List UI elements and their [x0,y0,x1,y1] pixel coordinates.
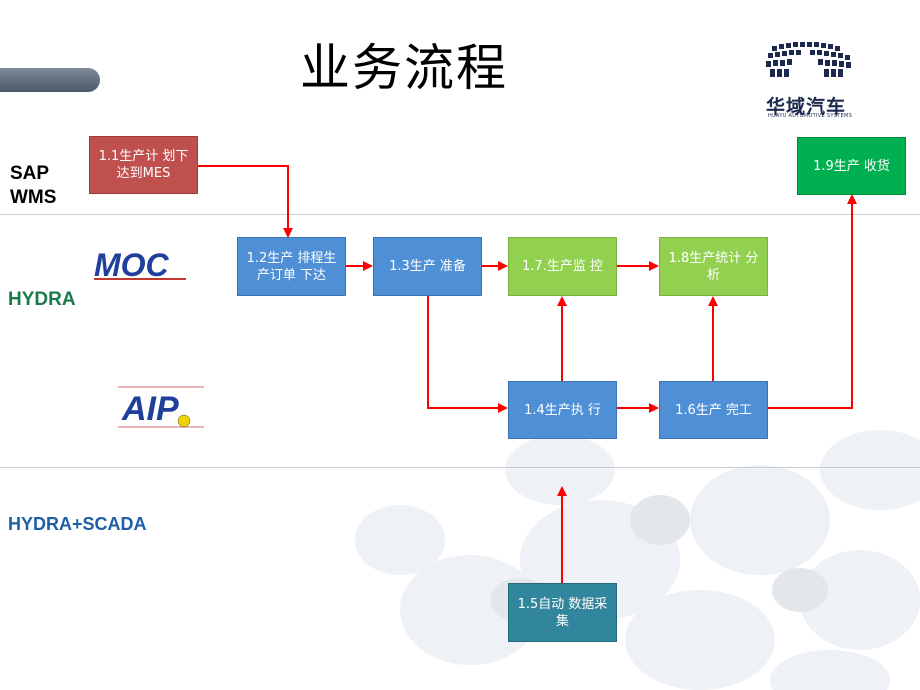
step-1-4-label: 1.4生产执 行 [524,402,601,418]
step-1-6-completion: 1.6生产 完工 [659,381,768,439]
lane-label-sap-wms: SAP WMS [10,163,57,208]
aip-logo-text: AIP [121,390,179,428]
huayu-logo-icon [766,42,851,77]
step-1-5-data-collection: 1.5自动 数据采集 [508,583,617,642]
step-1-1-plan-release: 1.1生产计 划下达到MES [89,136,198,194]
step-1-1-label: 1.1生产计 划下达到MES [98,149,189,181]
step-1-8-label: 1.8生产统计 分析 [668,250,759,283]
step-1-4-execution: 1.4生产执 行 [508,381,617,439]
step-1-8-statistics: 1.8生产统计 分析 [659,237,768,296]
title-tab-bar [0,68,100,92]
step-1-2-label: 1.2生产 排程生产订单 下达 [246,250,337,283]
step-1-3-label: 1.3生产 准备 [389,259,466,274]
step-1-2-scheduling: 1.2生产 排程生产订单 下达 [237,237,346,296]
step-1-9-label: 1.9生产 收货 [813,158,890,174]
step-1-7-label: 1.7.生产监 控 [522,259,603,274]
step-1-6-label: 1.6生产 完工 [675,402,752,418]
arrow-1-6-to-1-9 [768,194,857,409]
step-1-9-receiving: 1.9生产 收货 [797,137,906,195]
lane-label-hydra-scada: HYDRA+SCADA [8,514,147,534]
lane-divider-bottom [0,467,920,468]
aip-logo-icon: AIP [118,386,204,428]
lane-divider-top [0,214,920,215]
brand-name: 华域汽车 [766,96,847,118]
step-1-3-preparation: 1.3生产 准备 [373,237,482,296]
page-title: 业务流程 [300,39,508,97]
moc-logo-icon: MOC [94,247,186,282]
moc-logo-text: MOC [94,247,170,282]
step-1-5-label: 1.5自动 数据采集 [517,596,608,629]
brand-subtitle: HUAYU AUTOMOTIVE SYSTEMS [768,113,853,119]
arrow-1-1-to-1-2 [198,165,293,238]
arrow-1-3-to-1-4 [427,296,508,413]
lane-label-hydra: HYDRA [8,289,76,310]
step-1-7-monitoring: 1.7.生产监 控 [508,237,617,296]
